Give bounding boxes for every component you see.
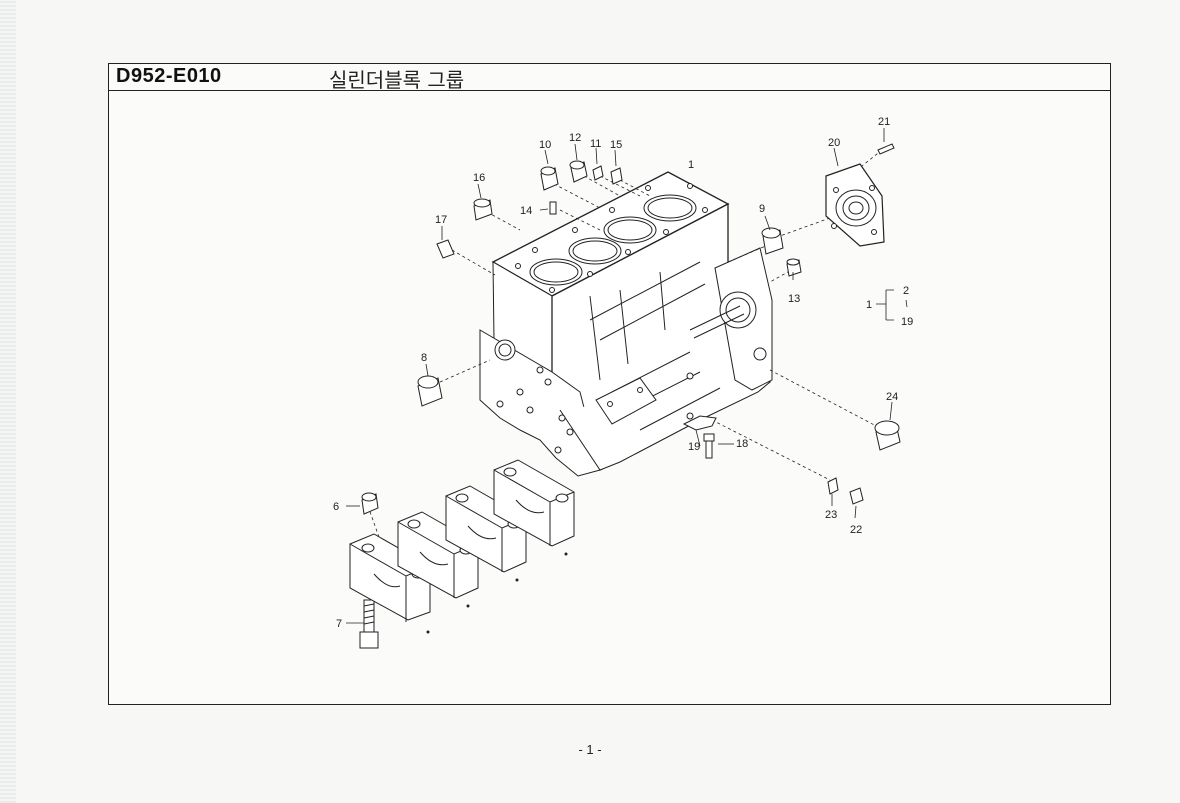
label-leaders	[346, 128, 893, 624]
label-19b: 19	[688, 441, 700, 453]
title-bar: D952-E010 실린더블록 그룹	[109, 64, 1110, 92]
label-14: 14	[520, 205, 532, 217]
label-15: 15	[610, 139, 622, 151]
label-16: 16	[473, 172, 485, 184]
label-12: 12	[569, 132, 581, 144]
cylinder-bores	[515, 183, 708, 293]
label-7: 7	[336, 618, 342, 630]
label-6: 6	[333, 501, 339, 513]
label-22: 22	[850, 524, 862, 536]
label-8: 8	[421, 352, 427, 364]
legend-parent: 1	[866, 299, 872, 311]
legend-child-19: 19	[901, 316, 913, 328]
label-18: 18	[736, 438, 748, 450]
page-number: - 1 -	[578, 742, 602, 757]
label-24: 24	[886, 391, 898, 403]
subassembly-legend: 1 2 19	[866, 285, 913, 328]
label-10: 10	[539, 139, 551, 151]
label-9: 9	[759, 203, 765, 215]
label-20: 20	[828, 137, 840, 149]
label-23: 23	[825, 509, 837, 521]
label-17: 17	[435, 214, 447, 226]
oil-seal-housing	[825, 163, 885, 247]
drawing-title: 실린더블록 그룹	[329, 68, 465, 92]
drawing-code: D952-E010	[116, 65, 222, 87]
legend-child-2: 2	[903, 285, 909, 297]
label-1: 1	[688, 159, 694, 171]
scan-edge	[0, 0, 16, 803]
main-bearing-caps	[349, 459, 575, 634]
label-21: 21	[878, 116, 890, 128]
label-11: 11	[590, 138, 601, 150]
small-parts	[359, 143, 901, 649]
label-13: 13	[788, 293, 800, 305]
part-labels: 1 10 12 11 15 16 14 17 9 13 20 21 8 24 1…	[333, 116, 898, 630]
